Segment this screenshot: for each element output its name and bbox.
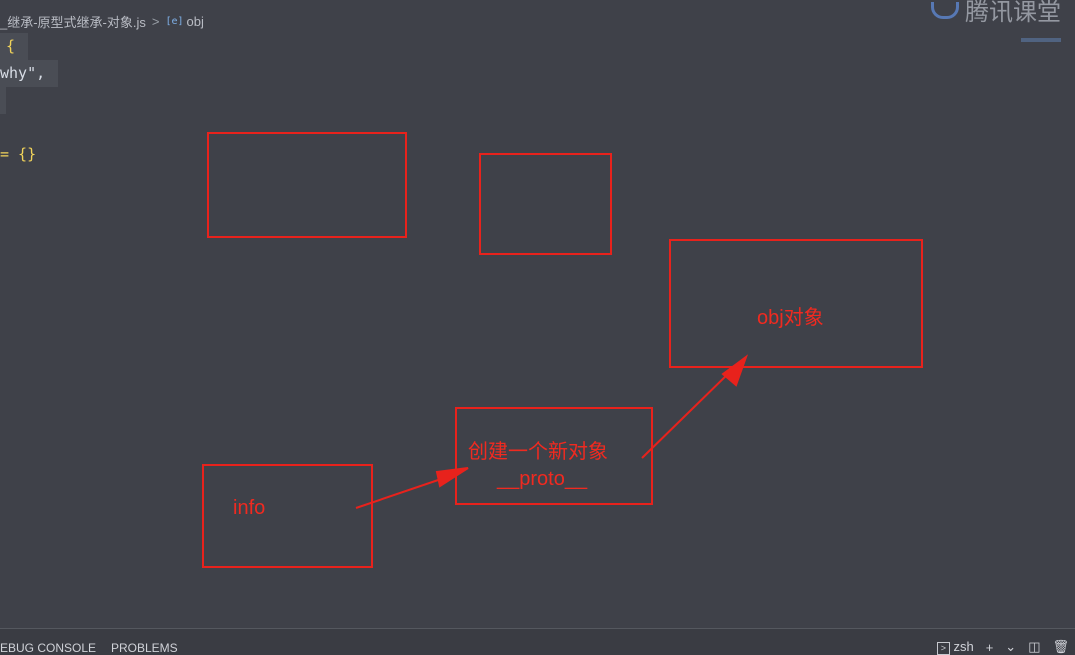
arrow-head [721, 354, 749, 387]
obj-label: obj对象 [757, 307, 824, 329]
breadcrumb: _继承-原型式继承-对象.js > [e] obj [0, 10, 204, 32]
new-object-label: 创建一个新对象 [468, 441, 608, 463]
minimap-slider[interactable] [1021, 38, 1061, 42]
arrow-head [435, 467, 469, 488]
proto-label: __proto__ [497, 468, 588, 490]
trash-icon[interactable]: 🗑 [1052, 639, 1069, 654]
code-line: why", [0, 60, 58, 87]
watermark: 腾讯课堂 [929, 0, 1061, 27]
annotation-box-empty-1 [207, 132, 407, 238]
arrow-info-to-new-object [355, 475, 451, 509]
terminal-controls: > zsh + ⌄ ◫ 🗑 [936, 639, 1069, 655]
terminal-label: zsh [953, 639, 974, 654]
code-line: = {} [0, 145, 37, 163]
arrow-new-object-to-obj [641, 369, 733, 459]
terminal-selector[interactable]: > zsh [936, 639, 974, 655]
split-icon[interactable]: ◫ [1028, 639, 1041, 654]
breadcrumb-symbol[interactable]: obj [186, 13, 204, 29]
chevron-down-icon[interactable]: ⌄ [1005, 639, 1017, 654]
tab-debug-console[interactable]: EBUG CONSOLE [0, 641, 97, 655]
breadcrumb-separator: > [151, 13, 160, 29]
breadcrumb-file[interactable]: _继承-原型式继承-对象.js [0, 14, 146, 30]
annotation-box-info [202, 464, 373, 568]
plus-icon[interactable]: + [985, 639, 994, 655]
code-line [0, 87, 6, 114]
bottom-panel: EBUG CONSOLE PROBLEMS > zsh + ⌄ ◫ 🗑 [0, 628, 1075, 655]
annotation-box-new-object [455, 407, 653, 505]
code-line: { [0, 33, 28, 60]
annotation-box-obj [669, 239, 923, 368]
watermark-text: 腾讯课堂 [965, 0, 1061, 26]
terminal-icon: > [936, 642, 950, 655]
symbol-variable-icon: [e] [165, 15, 184, 27]
tab-problems[interactable]: PROBLEMS [111, 641, 178, 655]
logo-icon [929, 0, 959, 20]
annotation-box-empty-2 [479, 153, 612, 255]
info-label: info [233, 497, 266, 519]
code-editor[interactable]: { why", = {} [0, 33, 58, 168]
